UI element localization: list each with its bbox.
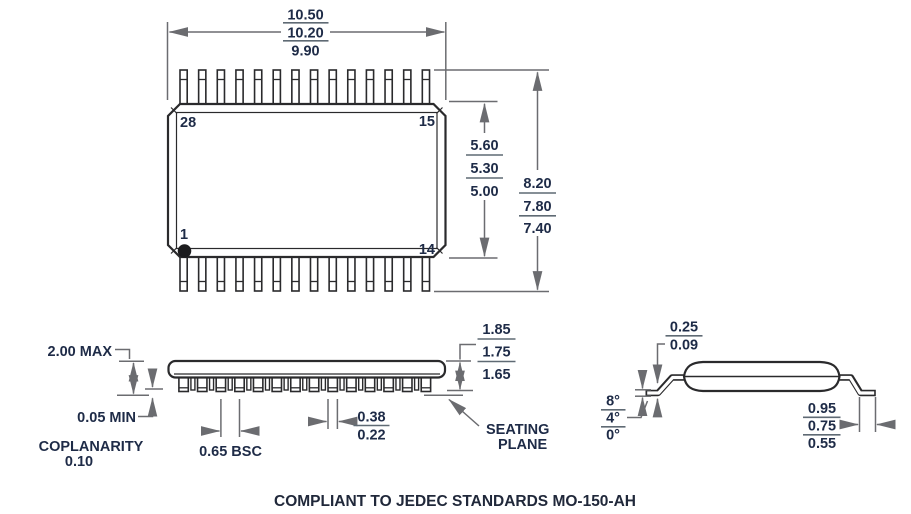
dim-lead-angle: 8° 4° 0° [601,394,649,444]
pin [235,254,244,292]
dim-body-width: 5.60 5.30 5.00 [449,100,503,259]
overall-length-max: 10.50 [287,8,323,24]
coplanarity-note: COPLANARITY 0.10 [39,439,144,470]
body-thickness-nom: 1.75 [482,345,510,361]
lead-pitch-value: 0.65 BSC [199,444,262,460]
pin-15-label: 15 [419,114,435,130]
pin [197,254,207,292]
lead-angle-nom: 4° [606,411,620,427]
top-view-top-pin-row [179,69,431,107]
lead-width-max: 0.38 [357,410,385,426]
front-view: 2.00 MAX 0.05 MIN COPLANARITY 0.10 0.65 … [39,322,550,470]
dim-lead-width: 0.38 0.22 [307,399,390,444]
overall-length-nom: 10.20 [287,26,323,42]
right-lead-fill [831,375,875,395]
pin-28-label: 28 [180,115,196,131]
coplanarity-label: COPLANARITY [39,439,144,455]
pin [384,254,394,292]
pin [346,69,356,107]
dim-overall-length: 10.50 10.20 9.90 [166,8,447,100]
top-view: 28 15 1 14 10.50 10.20 9.90 5.60 5.30 [166,8,556,293]
lead-thickness-min: 0.09 [670,338,698,354]
pin [272,69,282,107]
overall-length-min: 9.90 [291,44,319,60]
left-lead-fill [647,375,692,395]
coplanarity-value: 0.10 [65,454,93,470]
seating-plane-callout: SEATING PLANE [448,398,549,453]
overall-width-nom: 7.80 [523,199,551,215]
dim-foot-length: 0.95 0.75 0.55 [803,397,896,452]
foot-length-nom: 0.75 [808,419,836,435]
foot-length-max: 0.95 [808,401,836,417]
body-thickness-max: 1.85 [482,322,510,338]
dim-body-thickness: 1.85 1.75 1.65 [446,322,516,392]
pin [365,69,375,107]
body-width-max: 5.60 [470,138,498,154]
pin [328,254,338,292]
pin [365,254,375,292]
pin [384,69,394,107]
lead-thickness-max: 0.25 [670,320,698,336]
package-body-inner-edge [175,111,438,250]
jedec-compliance-note: COMPLIANT TO JEDEC STANDARDS MO-150-AH [274,493,636,510]
package-body-front-view [167,359,447,379]
body-thickness-min: 1.65 [482,367,510,383]
pin-1-label: 1 [180,227,188,243]
dim-overall-height: 2.00 MAX [48,344,144,395]
pin [197,69,207,107]
pin-14-label: 14 [419,242,435,258]
pin [346,254,356,292]
top-view-bottom-pin-row [179,254,431,292]
pin [421,254,431,292]
pin [179,69,188,107]
overall-height-value: 2.00 MAX [48,344,113,360]
dim-lead-thickness: 0.25 0.09 [635,320,703,418]
dim-lead-pitch: 0.65 BSC [199,399,262,460]
body-width-min: 5.00 [470,184,498,200]
overall-width-max: 8.20 [523,176,551,192]
pin [235,69,244,107]
pin-1-index-dot [177,244,192,258]
end-view: 0.25 0.09 8° 4° 0° 0.95 0.75 0.55 [601,320,896,452]
front-view-leads [178,372,432,393]
dim-standoff: 0.05 MIN [77,368,163,426]
pin [253,69,263,107]
pin [179,254,188,292]
pin [402,254,412,292]
standoff-value: 0.05 MIN [77,410,136,426]
pin [291,254,300,292]
pin [421,69,431,107]
seating-plane-label-2: PLANE [498,437,547,453]
pin [328,69,338,107]
pin [309,69,319,107]
body-width-nom: 5.30 [470,161,498,177]
pin [309,254,319,292]
pin [216,69,226,107]
corner-miter-lines [170,107,443,254]
lead-width-min: 0.22 [357,428,385,444]
dim-overall-width: 8.20 7.80 7.40 [434,69,556,293]
seating-plane-label-1: SEATING [486,422,549,438]
lead-angle-max: 8° [606,394,620,410]
foot-length-min: 0.55 [808,436,836,452]
pin [253,254,263,292]
pin [216,254,226,292]
pin [402,69,412,107]
package-body-top-view [166,102,447,259]
pin [291,69,300,107]
lead-angle-min: 0° [606,428,620,444]
pin [272,254,282,292]
overall-width-min: 7.40 [523,221,551,237]
